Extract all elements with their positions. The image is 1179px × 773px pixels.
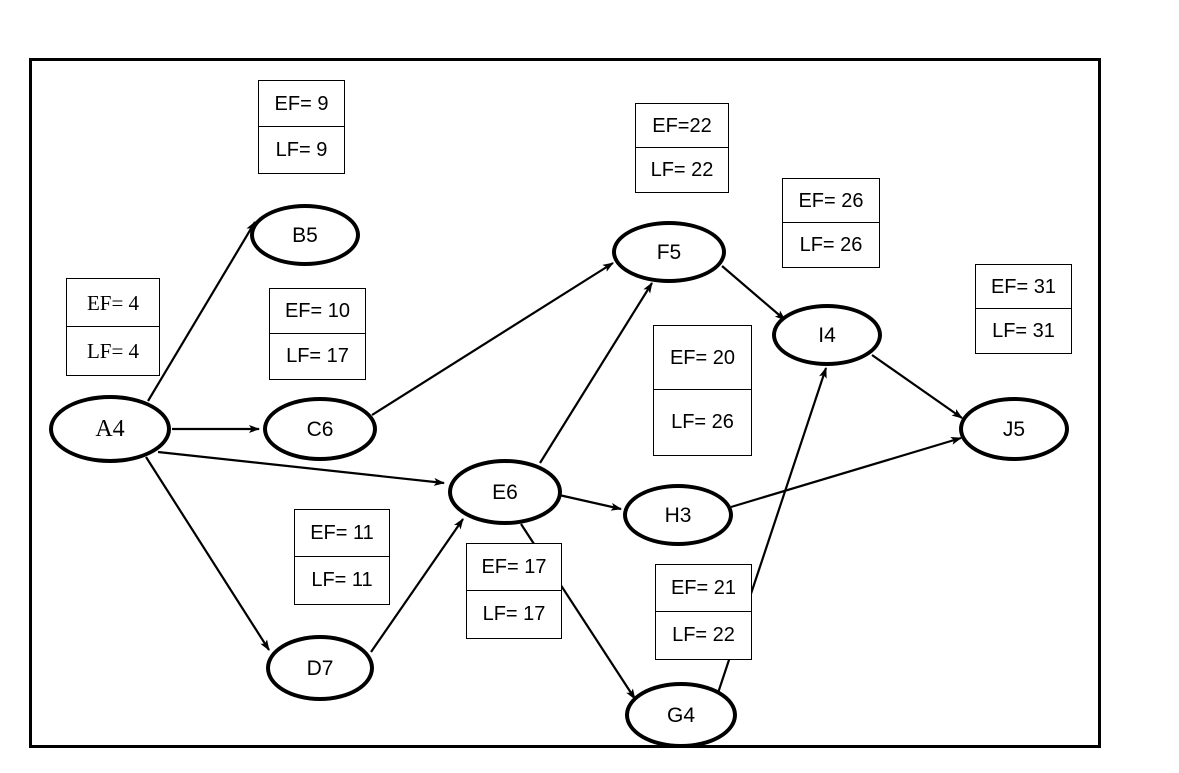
lf-cell-g4: LF= 22 (655, 611, 752, 661)
node-c6[interactable]: C6 (263, 397, 377, 461)
lf-cell-d7: LF= 11 (294, 556, 390, 606)
node-label-i4: I4 (818, 323, 836, 347)
node-label-j5: J5 (1002, 417, 1026, 441)
node-g4[interactable]: G4 (625, 682, 737, 748)
lf-cell-a4: LF= 4 (66, 326, 160, 377)
node-label-c6: C6 (306, 417, 334, 441)
lf-cell-f5: LF= 22 (635, 147, 729, 194)
ef-cell-a4: EF= 4 (66, 278, 160, 328)
ef-cell-i4: EF= 26 (782, 178, 880, 224)
node-h3[interactable]: H3 (623, 484, 733, 546)
node-label-b5: B5 (292, 223, 318, 247)
node-a4[interactable]: A4 (49, 395, 171, 463)
ef-cell-f5: EF=22 (635, 103, 729, 149)
node-label-d7: D7 (306, 656, 334, 680)
node-label-e6: E6 (492, 480, 518, 504)
node-f5[interactable]: F5 (612, 221, 726, 283)
ef-cell-b5: EF= 9 (258, 80, 345, 128)
node-label-a4: A4 (95, 416, 125, 442)
lf-cell-i4: LF= 26 (782, 222, 880, 269)
lf-cell-b5: LF= 9 (258, 126, 345, 175)
node-i4[interactable]: I4 (772, 304, 882, 366)
node-e6[interactable]: E6 (448, 459, 562, 525)
diagram-border-frame (29, 58, 1101, 748)
lf-cell-c6: LF= 17 (269, 333, 366, 381)
ef-cell-c6: EF= 10 (269, 288, 366, 335)
node-label-g4: G4 (666, 703, 695, 727)
node-d7[interactable]: D7 (266, 635, 374, 701)
node-label-f5: F5 (656, 240, 682, 264)
node-j5[interactable]: J5 (959, 397, 1069, 461)
ef-cell-g4: EF= 21 (655, 564, 752, 613)
node-b5[interactable]: B5 (250, 204, 360, 266)
ef-cell-j5: EF= 31 (975, 264, 1072, 310)
ef-cell-e6: EF= 17 (466, 543, 562, 592)
lf-cell-e6: LF= 17 (466, 590, 562, 640)
lf-cell-h3: LF= 26 (653, 389, 752, 457)
node-label-h3: H3 (664, 503, 692, 527)
ef-cell-h3: EF= 20 (653, 325, 752, 391)
ef-cell-d7: EF= 11 (294, 509, 390, 558)
lf-cell-j5: LF= 31 (975, 308, 1072, 355)
